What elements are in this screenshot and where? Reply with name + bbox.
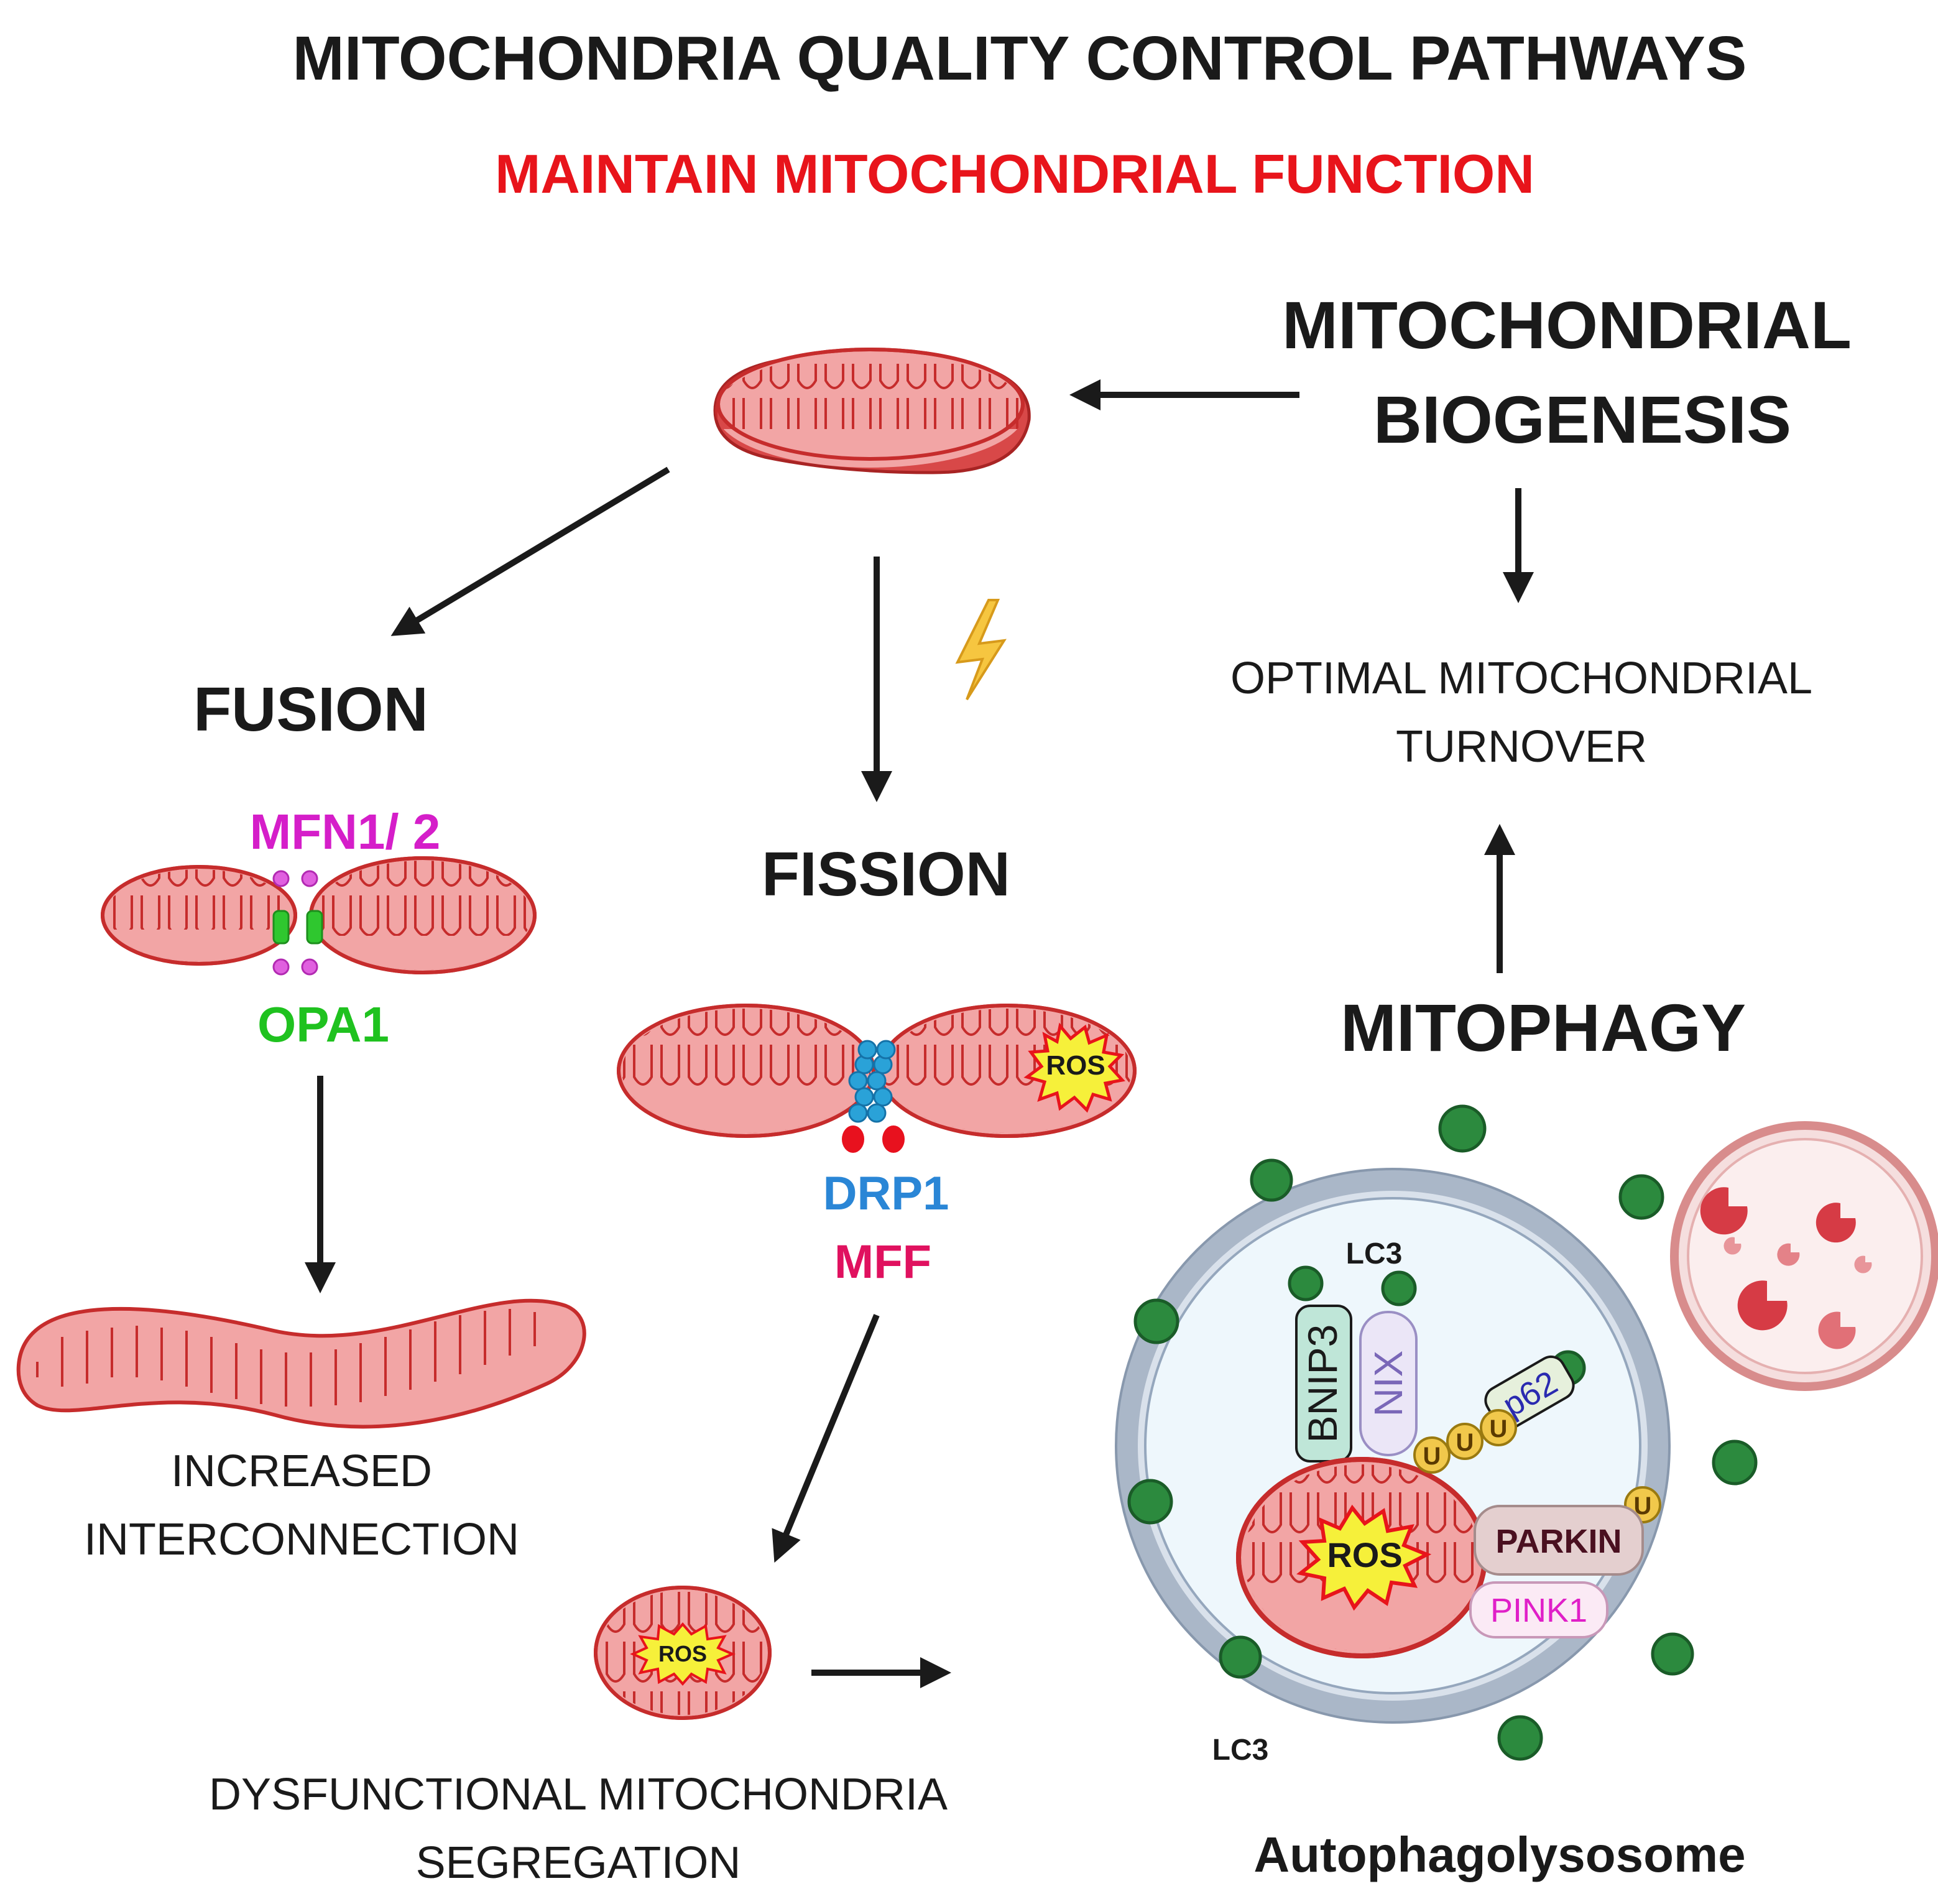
fusion-outcome-line1: INCREASED xyxy=(171,1446,432,1496)
lc3-label-top: LC3 xyxy=(1346,1237,1403,1270)
drp1-oligomer xyxy=(848,1040,896,1123)
fission-protein-drp1: DRP1 xyxy=(823,1167,949,1220)
page-title: MITOCHONDRIA QUALITY CONTROL PATHWAYS xyxy=(293,24,1747,93)
page-subtitle: MAINTAIN MITOCHONDRIAL FUNCTION xyxy=(495,143,1534,205)
mitophagy-ros-label: ROS xyxy=(1327,1535,1402,1574)
dividing-mitochondria xyxy=(617,1004,1137,1153)
ubiquitin-label-1: U xyxy=(1423,1443,1441,1470)
fission-heading: FISSION xyxy=(762,839,1010,909)
fission-ros-label: ROS xyxy=(1046,1050,1105,1081)
nix-label: NIX xyxy=(1366,1351,1411,1417)
fission-outcome-line2: SEGREGATION xyxy=(416,1838,741,1888)
fusion-protein-mfn: MFN1/ 2 xyxy=(250,804,441,859)
fission-outcome-line1: DYSFUNCTIONAL MITOCHONDRIA xyxy=(209,1770,948,1819)
lysosome xyxy=(1670,1121,1938,1391)
fusing-mitochondria xyxy=(101,856,537,976)
ubiquitin-label-3: U xyxy=(1490,1415,1508,1443)
mitophagy-heading: MITOPHAGY xyxy=(1340,990,1746,1065)
opa1-protein-bars xyxy=(272,910,323,945)
lc3-label-bottom: LC3 xyxy=(1212,1734,1269,1767)
small-ros-label: ROS xyxy=(658,1641,707,1666)
lightning-icon xyxy=(955,599,1007,701)
elongated-mitochondrion xyxy=(16,1298,586,1429)
small-ros-burst-icon xyxy=(630,1622,736,1686)
biogenesis-line1: MITOCHONDRIAL xyxy=(1282,287,1852,363)
mfn-protein-dots xyxy=(272,870,318,976)
ros-burst-icon xyxy=(1023,1022,1125,1113)
pink1-protein xyxy=(1469,1581,1608,1638)
bnip3-protein xyxy=(1295,1305,1352,1463)
fission-protein-mff: MFF xyxy=(834,1236,931,1288)
turnover-line2: TURNOVER xyxy=(1396,722,1647,772)
lysosome-enzymes xyxy=(1700,1187,1872,1349)
mitophagy-ros-burst-icon xyxy=(1296,1504,1432,1611)
ubiquitin-label-2: U xyxy=(1456,1429,1474,1456)
pink1-label: PINK1 xyxy=(1490,1592,1587,1629)
parkin-label: PARKIN xyxy=(1495,1523,1622,1560)
biogenesis-line2: BIOGENESIS xyxy=(1373,382,1791,457)
autophagolysosome-caption: Autophagolysosome xyxy=(1253,1827,1745,1882)
parkin-protein xyxy=(1474,1505,1644,1576)
mito-to-fusion-arrow xyxy=(390,466,670,636)
bnip3-label: BNIP3 xyxy=(1299,1324,1345,1443)
fission-to-small-mito-arrow xyxy=(772,1314,880,1563)
fusion-protein-opa1: OPA1 xyxy=(257,997,389,1052)
turnover-line1: OPTIMAL MITOCHONDRIAL xyxy=(1230,654,1812,703)
mff-receptors xyxy=(842,1125,905,1153)
top-mitochondrion xyxy=(713,348,1031,474)
small-dysfunctional-mitochondrion xyxy=(594,1586,772,1720)
fusion-heading: FUSION xyxy=(193,675,428,744)
fusion-outcome-line2: INTERCONNECTION xyxy=(84,1515,519,1564)
nix-protein xyxy=(1359,1311,1418,1456)
